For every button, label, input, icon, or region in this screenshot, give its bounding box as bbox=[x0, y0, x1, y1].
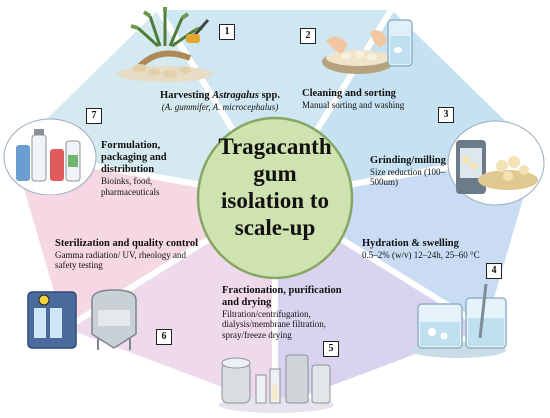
step-7-label: Formulation, packaging and distribution … bbox=[101, 140, 203, 197]
step-6-subtitle: Gamma radiation/ UV, rheology and safety… bbox=[55, 250, 187, 271]
step-3-label: Grinding/milling Size reduction (100–500… bbox=[370, 155, 458, 188]
step-1-subtitle: (A. gummifer, A. microcephalus) bbox=[161, 102, 279, 113]
step-7-badge: 7 bbox=[86, 108, 102, 124]
center-title-line-3: isolation to bbox=[221, 188, 329, 213]
step-3-title: Grinding/milling bbox=[370, 155, 446, 166]
step-1-label: Harvesting Astragalus spp. (A. gummifer,… bbox=[150, 90, 290, 112]
center-title: Tragacanth gum isolation to scale-up bbox=[200, 133, 350, 241]
step-1-badge: 1 bbox=[219, 24, 235, 40]
step-2-subtitle: Manual sorting and washing bbox=[302, 100, 405, 111]
step-4-subtitle: 0.5–2% (w/v) 12–24h, 25–60 °C bbox=[362, 250, 480, 261]
hands-washing-icon bbox=[318, 10, 418, 85]
step-6-title: Sterilization and quality control bbox=[55, 238, 199, 249]
sterilizer-tank-icon bbox=[18, 278, 158, 363]
step-5-title: Fractionation, purification and drying bbox=[222, 285, 342, 309]
step-3-subtitle: Size reduction (100–500um) bbox=[370, 167, 445, 188]
mill-grinder-icon bbox=[446, 118, 546, 213]
step-7-title: Formulation, packaging and distribution bbox=[101, 140, 167, 176]
step-6-badge: 6 bbox=[156, 329, 172, 345]
step-5-subtitle: Filtration/centrifugation, dialysis/memb… bbox=[222, 309, 326, 340]
step-7-subtitle: Bioinks, food, pharmaceuticals bbox=[101, 176, 160, 197]
beaker-stirring-icon bbox=[408, 280, 513, 365]
step-2-badge: 2 bbox=[300, 28, 316, 44]
step-3-badge: 3 bbox=[438, 107, 454, 123]
step-1-title: Harvesting Astragalus spp. bbox=[160, 90, 280, 101]
step-2-title: Cleaning and sorting bbox=[302, 88, 396, 99]
product-bottles-icon bbox=[2, 115, 98, 200]
astragalus-root-icon bbox=[110, 6, 215, 89]
step-4-title: Hydration & swelling bbox=[362, 238, 459, 249]
step-4-badge: 4 bbox=[486, 263, 502, 279]
step-4-label: Hydration & swelling 0.5–2% (w/v) 12–24h… bbox=[362, 238, 482, 260]
step-6-label: Sterilization and quality control Gamma … bbox=[55, 238, 205, 271]
step-5-badge: 5 bbox=[323, 341, 339, 357]
step-5-label: Fractionation, purification and drying F… bbox=[222, 285, 347, 340]
lab-equipment-icon bbox=[216, 345, 336, 418]
center-ellipse bbox=[196, 116, 354, 280]
center-title-line-1: Tragacanth bbox=[218, 134, 332, 159]
step-2-label: Cleaning and sorting Manual sorting and … bbox=[302, 88, 442, 110]
center-title-line-2: gum bbox=[253, 161, 297, 186]
center-title-line-4: scale-up bbox=[234, 215, 316, 240]
